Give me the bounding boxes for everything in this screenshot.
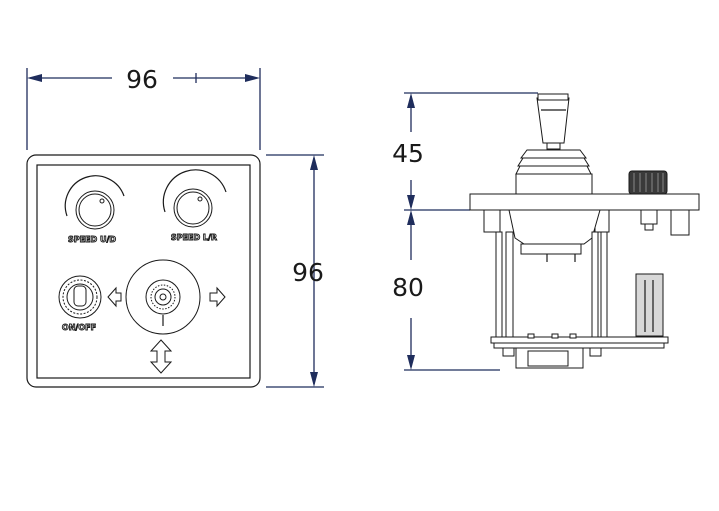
front-view: 96 96 SPEED U/D SPEED L/R [26, 65, 324, 388]
speed-lr-knob: SPEED L/R [162, 169, 227, 242]
on-off-switch: ON/OFF [58, 275, 102, 332]
speed-lr-label: SPEED L/R [171, 233, 217, 242]
joystick-handle [515, 93, 593, 195]
front-width-dimension: 96 [26, 65, 261, 150]
left-arrow-icon [107, 286, 122, 308]
front-height-dimension: 96 [266, 154, 324, 388]
front-height-value: 96 [292, 258, 324, 287]
side-pcb [490, 333, 669, 369]
front-panel-outer [26, 154, 261, 388]
joystick-front [125, 259, 201, 335]
side-height-dimension: 45 80 [392, 92, 538, 371]
side-upper-height-value: 45 [392, 139, 424, 168]
front-panel-inner [36, 164, 251, 379]
side-knob [628, 170, 668, 195]
side-lower-height-value: 80 [392, 273, 424, 302]
front-width-value: 96 [126, 65, 158, 94]
side-top-plate [469, 193, 700, 211]
side-right-module [635, 273, 664, 337]
side-body [483, 209, 690, 262]
side-view: 45 80 [392, 92, 700, 371]
up-down-arrow-icon [149, 339, 173, 374]
on-off-label: ON/OFF [62, 323, 96, 332]
speed-ud-knob: SPEED U/D [64, 175, 125, 244]
right-arrow-icon [209, 286, 226, 308]
speed-ud-label: SPEED U/D [68, 235, 116, 244]
